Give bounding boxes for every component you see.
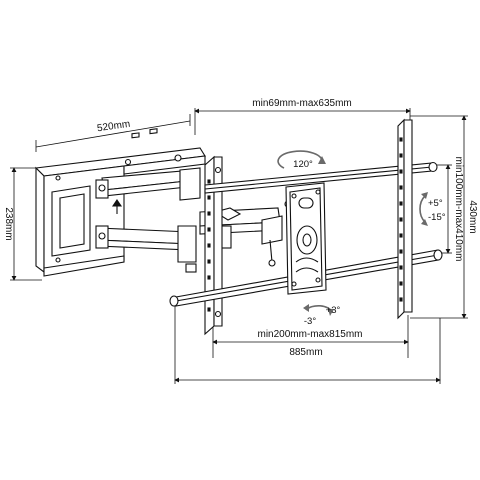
dimension-lines	[10, 108, 468, 384]
depth-range-label: min69mm-max635mm	[252, 98, 351, 109]
rotate-left-label: -3°	[304, 316, 316, 327]
rotation-arrows	[277, 150, 428, 316]
tilt-down-label: -15°	[428, 212, 446, 223]
overall-width-label: 885mm	[289, 347, 322, 358]
rotate-right-label: +3°	[326, 305, 341, 316]
swivel-arrow-icon	[277, 150, 323, 169]
horizontal-vesa-label: min200mm-max815mm	[257, 329, 362, 340]
tilt-up-label: +5°	[428, 198, 443, 209]
overall-height-label: 430mm	[467, 200, 478, 233]
left-standoff-bar	[204, 155, 223, 336]
dimension-labels: min69mm-max635mm 520mm 238mm 430mm min10…	[3, 98, 478, 358]
wall-plate-height-label: 238mm	[3, 207, 14, 240]
tv-head-plate	[285, 182, 327, 295]
wall-plate-width-label: 520mm	[96, 119, 131, 135]
vertical-vesa-label: min100mm-max410mm	[453, 156, 464, 261]
right-vertical-bar	[397, 118, 413, 320]
angle-labels: 120° +5° -15° -3° +3°	[293, 159, 446, 327]
tilt-arrow-icon	[419, 195, 426, 223]
swivel-angle-label: 120°	[293, 159, 313, 170]
